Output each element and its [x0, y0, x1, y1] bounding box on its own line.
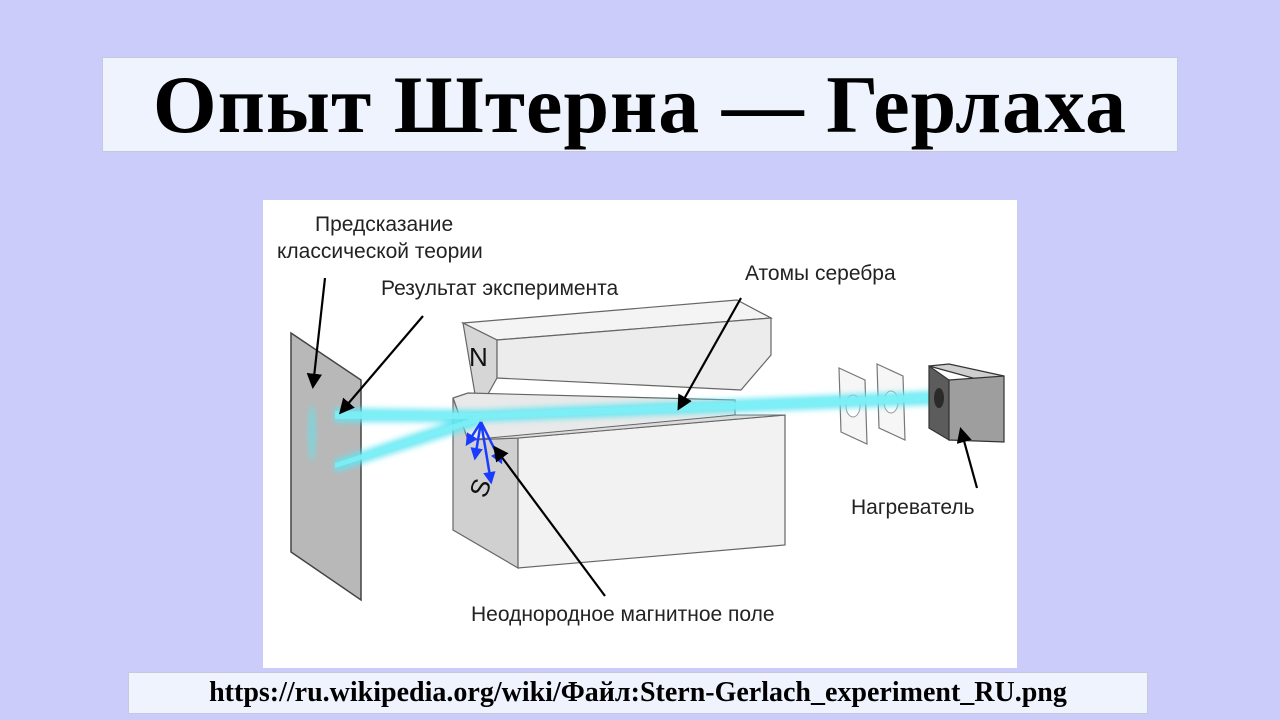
atomic-beams-core [335, 393, 953, 468]
label-classical-line2: классической теории [277, 240, 483, 263]
pointer-arrows [306, 277, 979, 597]
label-classical-line1: Предсказание [315, 213, 453, 236]
diagram-svg: N S [277, 213, 1005, 626]
south-magnet-upper-face [467, 414, 786, 441]
stern-gerlach-diagram: N S [263, 200, 1017, 668]
heater-opening [934, 388, 944, 408]
label-magnetic-field: Неоднородное магнитное поле [471, 603, 775, 626]
source-url-box: https://ru.wikipedia.org/wiki/Файл:Stern… [128, 672, 1148, 714]
slide-title: Опыт Штерна — Герлаха [152, 58, 1128, 150]
label-silver-atoms: Атомы серебра [745, 262, 896, 285]
heater-side [948, 375, 1005, 443]
north-magnet-side [496, 317, 772, 391]
south-magnet-side [517, 414, 786, 569]
source-url: https://ru.wikipedia.org/wiki/Файл:Stern… [209, 677, 1067, 708]
north-pole-label: N [469, 342, 488, 372]
label-heater: Нагреватель [851, 496, 975, 519]
label-experiment-result: Результат эксперимента [381, 277, 619, 300]
title-box: Опыт Штерна — Герлаха [102, 57, 1178, 152]
classical-prediction-smear [308, 405, 316, 461]
